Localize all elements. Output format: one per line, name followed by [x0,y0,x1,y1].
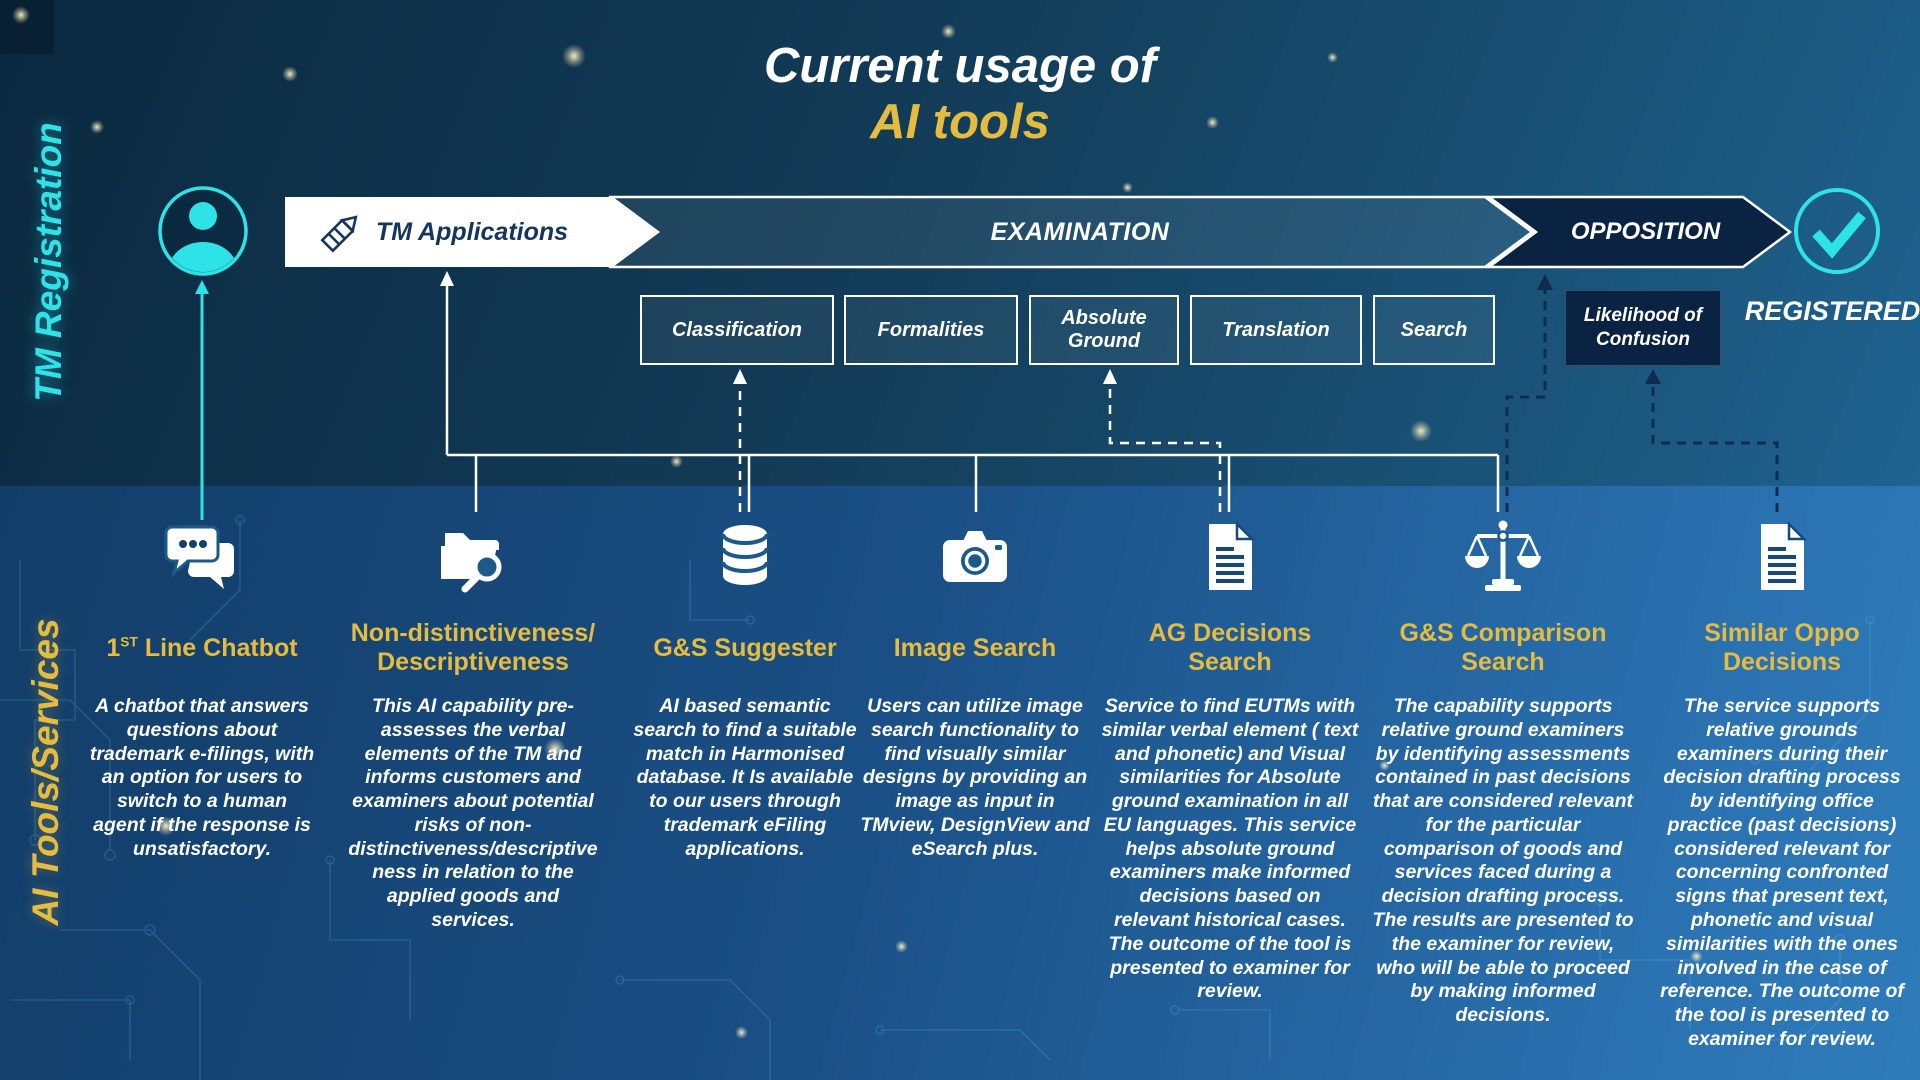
tool-image-search: Image Search Users can utilize image sea… [855,515,1095,861]
step-tm-applications: TM Applications [375,217,569,246]
title-line2: AI tools [870,95,1050,150]
tool-description: The service supports relative grounds ex… [1660,695,1904,1050]
tool-description: The capability supports relative ground … [1372,695,1634,1027]
folder-search-icon [431,515,515,599]
stage-translation: Translation [1190,295,1362,365]
tool-description: Service to find EUTMs with similar verba… [1101,695,1359,1003]
document-icon [1188,515,1272,599]
tool-non-distinctiveness: Non-distinctiveness/ Descriptiveness Thi… [342,515,604,933]
tool-description: AI based semantic search to find a suita… [633,695,857,860]
tool-title: Image Search [893,633,1057,662]
stage-classification: Classification [640,295,834,365]
tool-title: 1ST Line Chatbot [106,633,298,662]
stage-formalities: Formalities [844,295,1018,365]
tm-applications-arrow [285,197,660,267]
tool-ag-decisions-search: AG Decisions Search Service to find EUTM… [1100,515,1360,1004]
stage-search: Search [1373,295,1495,365]
title-line1: Current usage of [763,39,1157,93]
tool-title: Similar Oppo Decisions [1704,619,1860,676]
tool-similar-oppo-decisions: Similar Oppo Decisions The service suppo… [1650,515,1914,1052]
registered-label: REGISTERED [1744,296,1920,326]
tool-title: G&S Comparison Search [1399,619,1607,676]
tool-first-line-chatbot: 1ST Line Chatbot A chatbot that answers … [87,515,317,861]
step-examination: EXAMINATION [990,217,1170,246]
process-bar-shapes [285,195,1793,269]
side-label-tm-registration: TM Registration [28,122,69,402]
document-icon [1740,515,1824,599]
registered-check-icon [1794,188,1880,274]
stage-absolute-ground: Absolute Ground [1029,295,1179,365]
opposition-chevron [1485,195,1793,269]
tool-title: G&S Suggester [653,633,837,662]
page-title: Current usage of AI tools [560,38,1360,151]
tool-title: AG Decisions Search [1148,619,1312,676]
scales-icon [1461,515,1545,599]
tool-gs-comparison-search: G&S Comparison Search The capability sup… [1368,515,1638,1028]
tool-gs-suggester: G&S Suggester AI based semantic search t… [630,515,860,861]
tool-description: This AI capability pre-assesses the verb… [348,695,598,932]
chat-bubbles-icon [160,515,244,599]
applicant-person-icon [158,186,248,276]
camera-icon [933,515,1017,599]
connector-lines [195,271,1779,520]
background-bottom [0,486,1920,1080]
stage-likelihood-of-confusion: Likelihood of Confusion [1565,290,1721,366]
pencil-icon [320,215,358,253]
database-icon [703,515,787,599]
tool-description: Users can utilize image search functiona… [860,695,1090,860]
tool-title: Non-distinctiveness/ Descriptiveness [350,619,596,676]
side-label-ai-tools: AI Tools/Services [25,618,66,926]
tool-description: A chatbot that answers questions about t… [89,695,315,860]
step-opposition: OPPOSITION [1570,218,1721,245]
